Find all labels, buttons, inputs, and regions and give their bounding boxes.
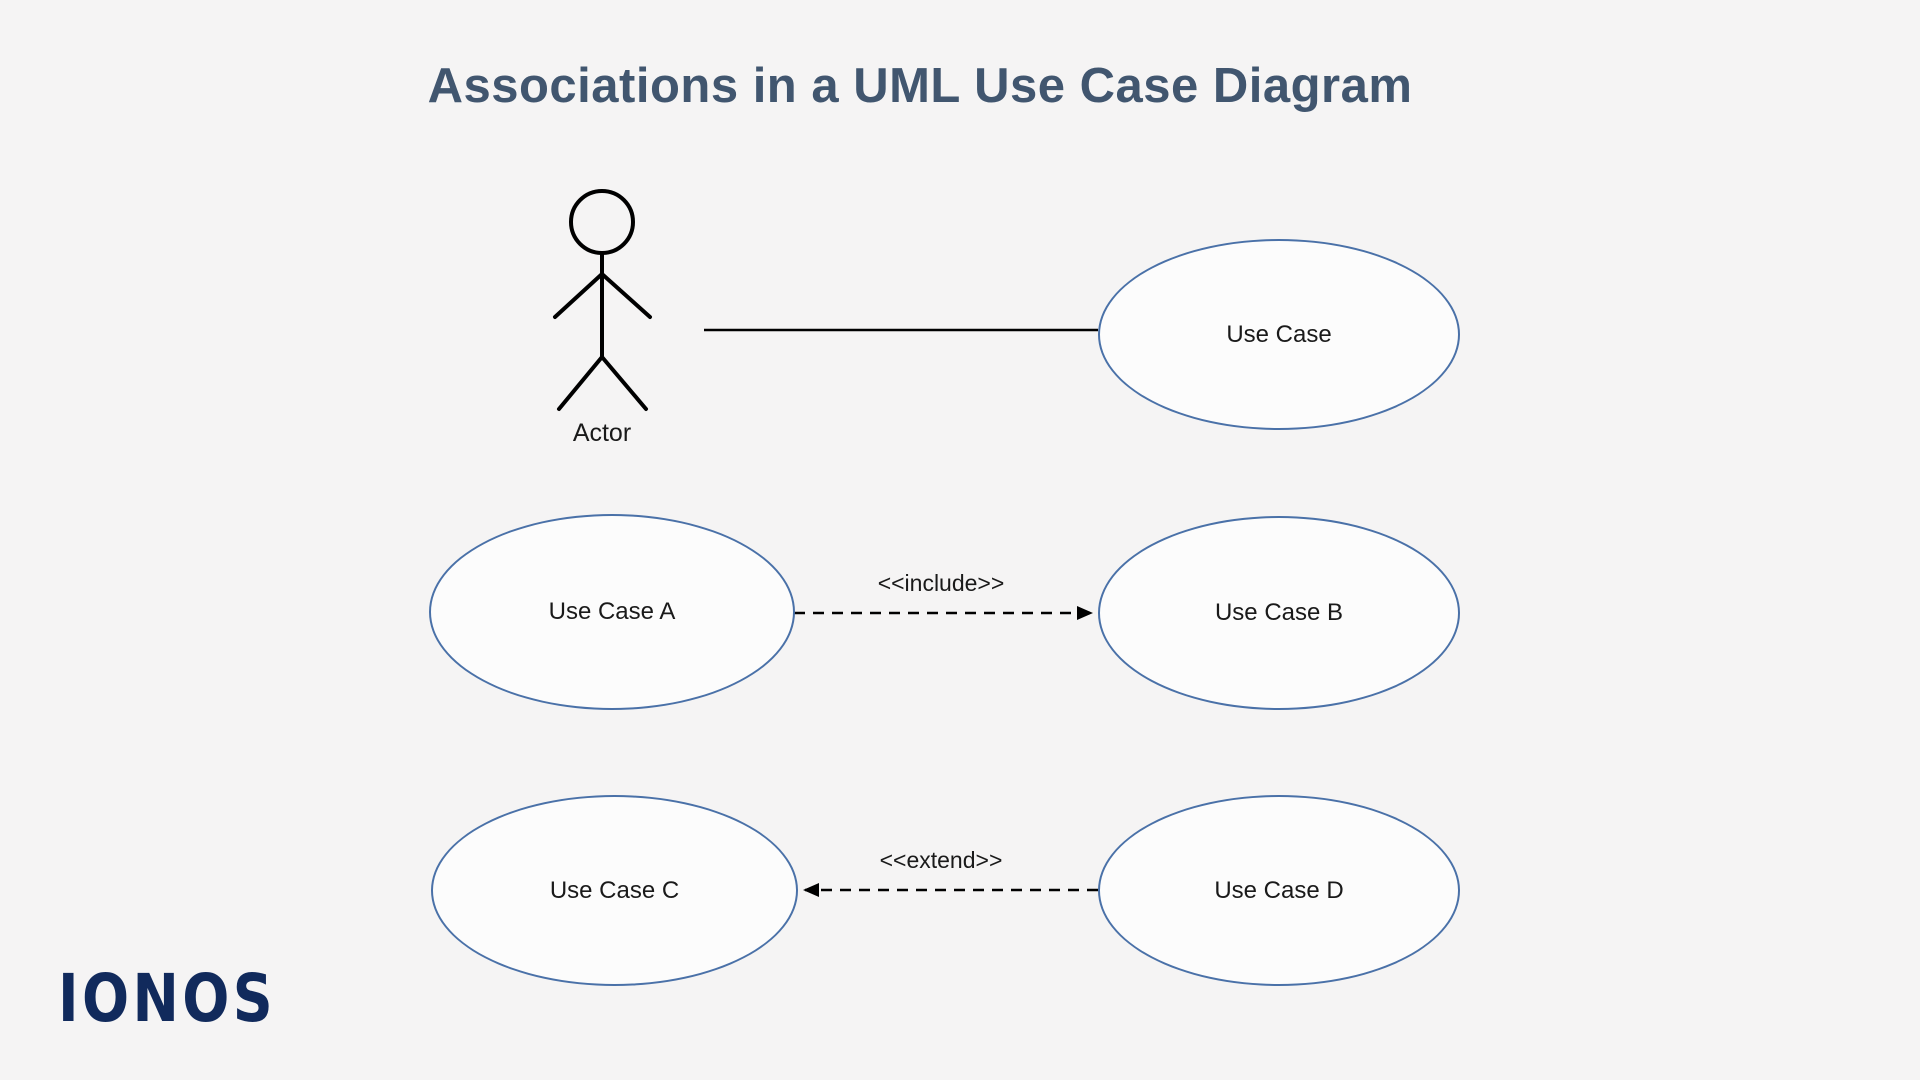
- extend-stereotype-label: <<extend>>: [879, 847, 1003, 873]
- use-case-b-label: Use Case B: [1214, 599, 1344, 626]
- use-case-a-label: Use Case A: [548, 598, 676, 625]
- actor-right-arm: [600, 272, 652, 319]
- use-case-c-node: Use Case C: [431, 795, 798, 986]
- use-case-d-node: Use Case D: [1098, 795, 1460, 986]
- actor-left-leg: [557, 355, 604, 411]
- use-case-node: Use Case: [1098, 239, 1460, 430]
- use-case-d-label: Use Case D: [1214, 876, 1344, 904]
- actor-label: Actor: [572, 419, 632, 447]
- use-case-a-node: Use Case A: [429, 514, 795, 710]
- use-case-label: Use Case: [1226, 320, 1332, 348]
- actor-left-arm: [553, 272, 604, 319]
- actor-right-leg: [600, 355, 648, 411]
- actor-head-icon: [569, 189, 635, 255]
- actor-icon: [553, 189, 652, 411]
- diagram-title: Associations in a UML Use Case Diagram: [427, 59, 1413, 113]
- include-stereotype-label: <<include>>: [877, 570, 1005, 596]
- use-case-c-label: Use Case C: [549, 876, 680, 904]
- ionos-logo: IONOS: [58, 960, 277, 1037]
- use-case-b-node: Use Case B: [1098, 516, 1460, 710]
